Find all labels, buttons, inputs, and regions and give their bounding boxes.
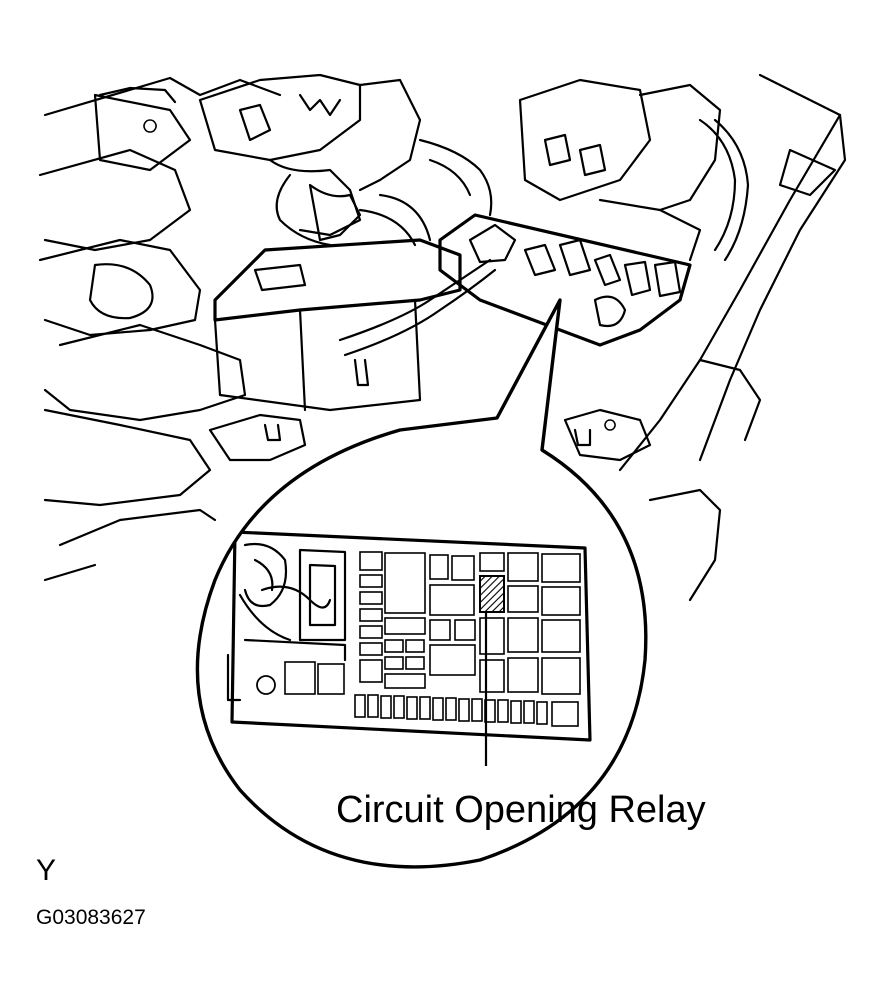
engine-bay-illustration [38, 73, 847, 602]
figure-code: G03083627 [36, 906, 146, 929]
callout-label: Circuit Opening Relay [336, 789, 706, 831]
view-letter: Y [36, 854, 56, 887]
relay-block [226, 530, 592, 742]
circuit-opening-relay [479, 575, 505, 613]
fuse-row [354, 694, 579, 727]
